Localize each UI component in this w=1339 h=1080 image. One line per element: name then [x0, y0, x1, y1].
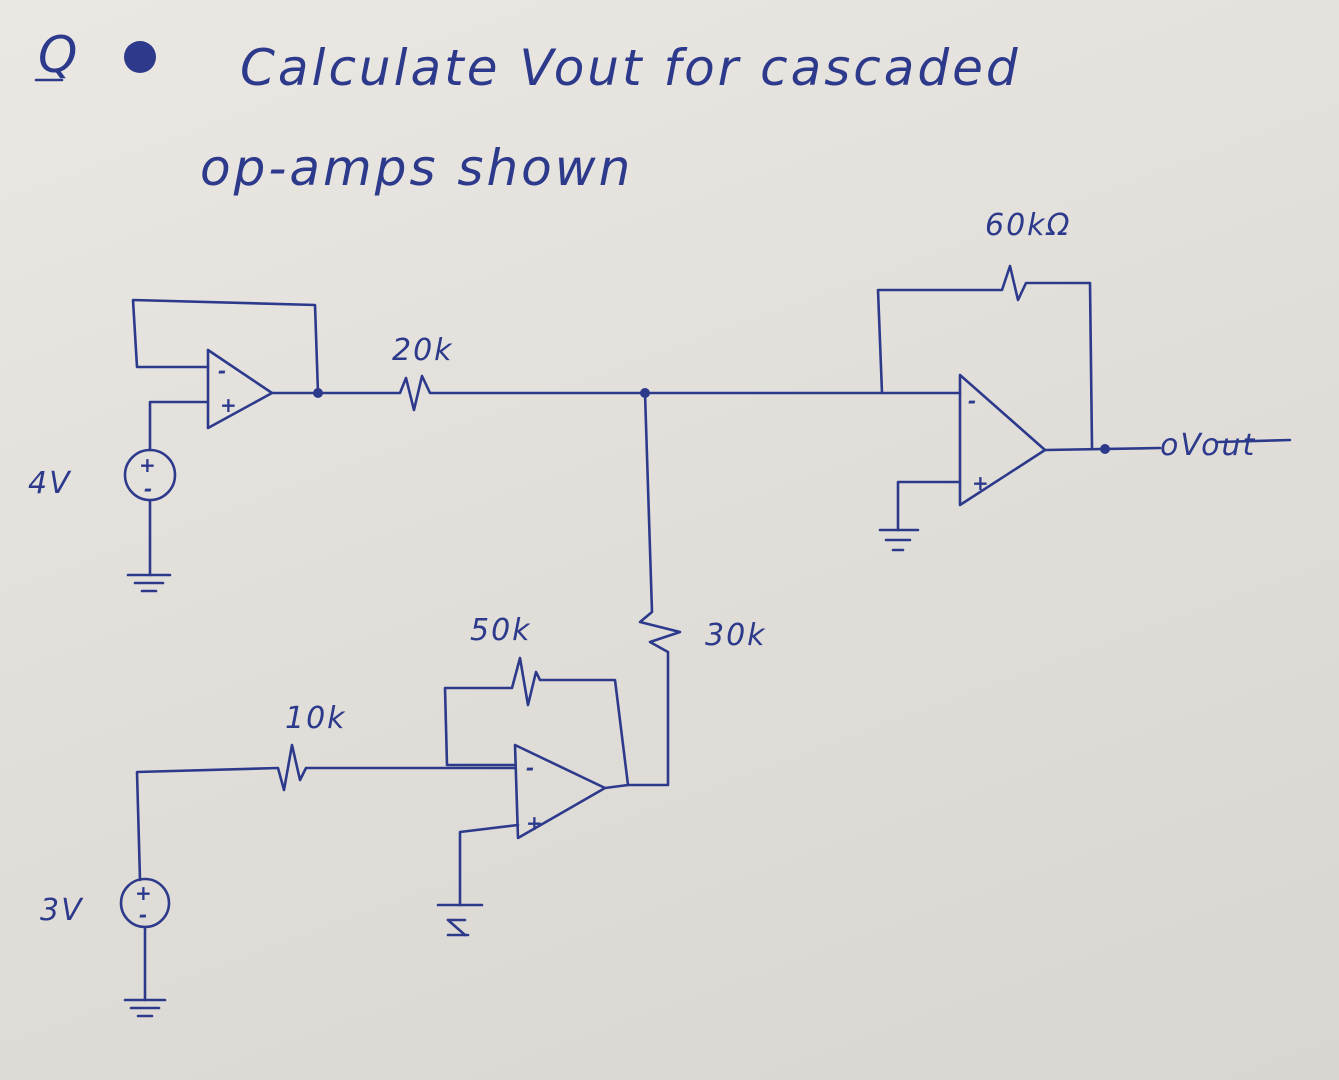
resistor-10k-label: 10k [285, 701, 347, 736]
output-node [1100, 444, 1110, 454]
v1-plus: + [139, 453, 156, 477]
resistor-30k-label: 30k [705, 618, 767, 653]
opamp-follower-triangle [206, 348, 274, 430]
resistor-30k [626, 391, 682, 787]
v2-plus: + [135, 881, 152, 905]
opamp-output-plus: + [972, 471, 989, 495]
resistor-50k-feedback [443, 656, 630, 790]
resistor-60k-label: 60kΩ [985, 208, 1071, 243]
ground-symbol-opamp-output [878, 528, 920, 552]
scribble-mark [124, 41, 156, 73]
v1-top-wire [148, 400, 210, 452]
opamp-follower: - + [206, 348, 274, 430]
v1-label: 4V [28, 466, 72, 501]
opamp-inverting-bottom: - + [513, 743, 607, 840]
resistor-50k-label: 50k [470, 613, 532, 648]
follower-feedback-wire [131, 298, 320, 395]
v2-label: 3V [40, 893, 84, 928]
question-line1: Calculate Vout for cascaded [240, 39, 1021, 97]
opamp-bottom-triangle [513, 743, 607, 840]
opamp-output-minus: - [968, 389, 976, 413]
resistor-60k-feedback [876, 264, 1094, 450]
resistor-10k [135, 743, 517, 882]
opamp-bottom-ground-wire [458, 823, 520, 907]
opamp-output-triangle [958, 373, 1047, 507]
ground-symbol-v1 [126, 573, 172, 593]
output-label: oVout [1160, 428, 1256, 463]
opamp-follower-plus: + [220, 393, 237, 417]
resistor-20k [316, 374, 647, 412]
question-line2: op-amps shown [200, 139, 633, 197]
opamp-bottom-plus: + [526, 811, 543, 835]
ground-symbol-opamp-bottom [436, 903, 484, 937]
ground-symbol-v2 [123, 998, 167, 1018]
v1-minus: - [144, 477, 152, 501]
question-marker: Q [38, 26, 80, 84]
opamp-output: - + [958, 373, 1047, 507]
resistor-20k-label: 20k [392, 333, 454, 368]
v2-minus: - [139, 903, 147, 927]
opamp-output-ground-wire [896, 480, 962, 532]
opamp-follower-minus: - [218, 359, 226, 383]
output-label-stroke [1216, 438, 1292, 444]
opamp-bottom-minus: - [526, 756, 534, 780]
